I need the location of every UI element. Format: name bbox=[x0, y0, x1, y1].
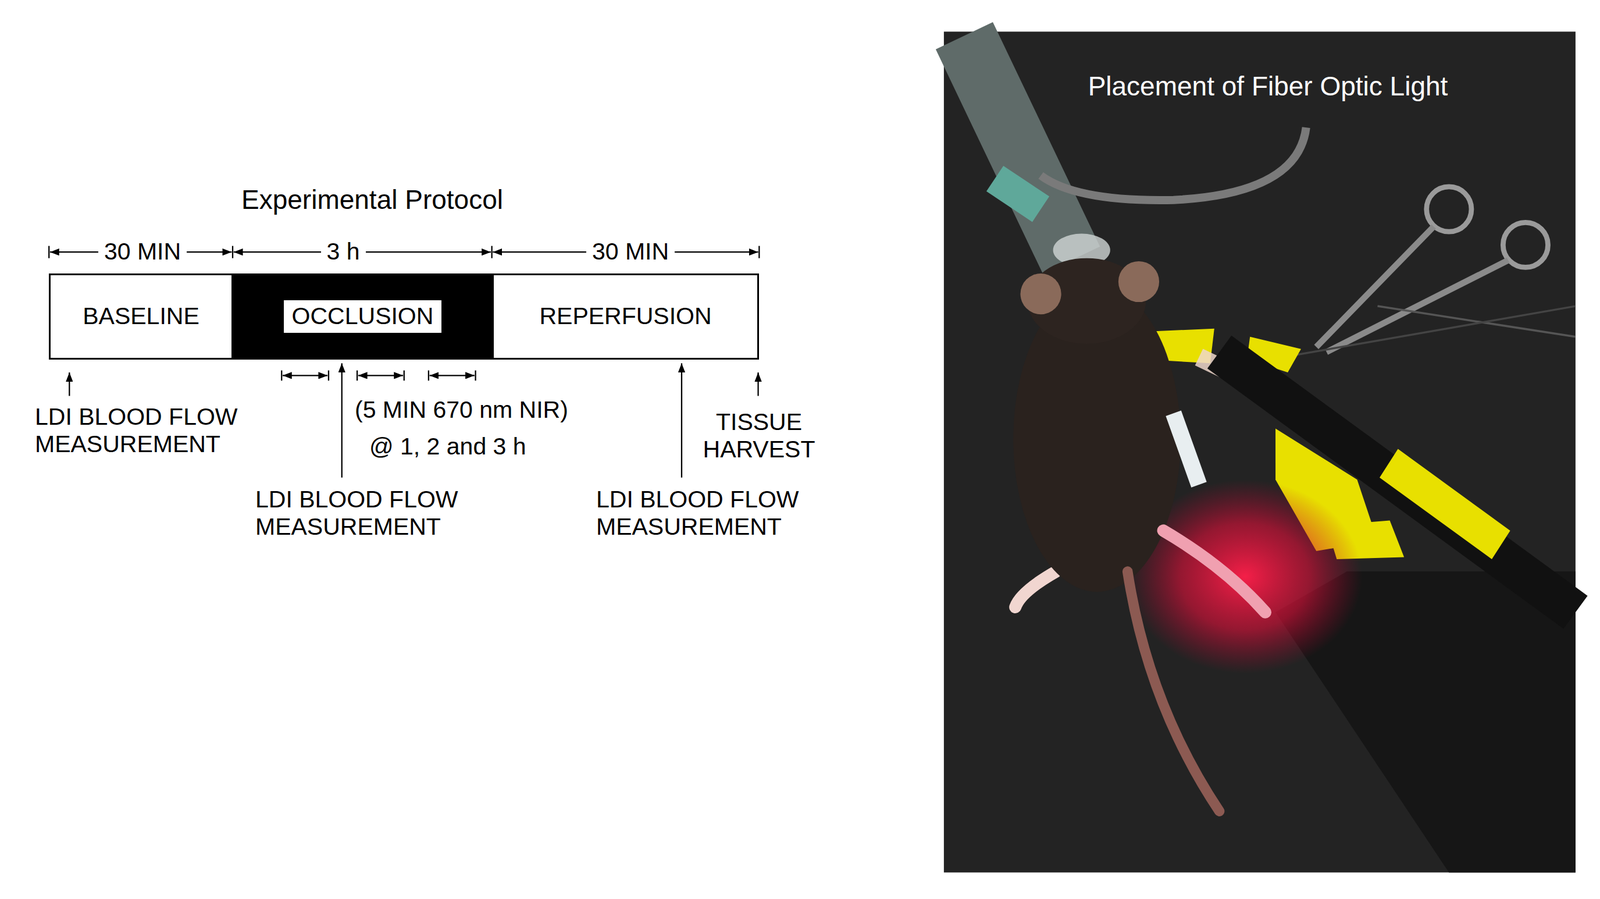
dimension-line-part bbox=[232, 246, 234, 259]
annotation: (5 MIN 670 nm NIR) bbox=[354, 396, 569, 424]
photo-part bbox=[995, 178, 1042, 210]
phase-label: OCCLUSION bbox=[283, 300, 443, 333]
interval-markers-part bbox=[282, 374, 328, 376]
photo-part bbox=[964, 35, 1072, 260]
photo-part bbox=[1173, 412, 1200, 485]
interval-markers-part bbox=[474, 370, 476, 381]
photo-part bbox=[1219, 351, 1576, 612]
photo-caption-box: Placement of Fiber Optic Light bbox=[1088, 70, 1449, 102]
photo-part bbox=[1015, 571, 1057, 607]
pointer-arrows-part bbox=[341, 362, 343, 477]
annotation-box: LDI BLOOD FLOW MEASUREMENT bbox=[255, 485, 488, 541]
interval-markers-part bbox=[428, 370, 430, 381]
annotation-box: TISSUE HARVEST bbox=[689, 408, 829, 463]
interval-markers-part bbox=[429, 374, 475, 376]
annotation: 30 MIN bbox=[98, 237, 187, 266]
photo-part bbox=[943, 31, 1576, 872]
annotation-box: (5 MIN 670 nm NIR) bbox=[354, 396, 569, 424]
annotation: @ 1, 2 and 3 h bbox=[369, 432, 527, 461]
photo-part bbox=[1426, 186, 1472, 232]
interval-markers-part bbox=[403, 370, 405, 381]
photo-caption: Placement of Fiber Optic Light bbox=[1088, 70, 1449, 102]
annotation: 30 MIN bbox=[586, 237, 675, 266]
pointer-arrows-part bbox=[757, 372, 759, 396]
protocol-phase: REPERFUSION bbox=[492, 273, 759, 360]
annotation: 3 h bbox=[321, 237, 366, 266]
interval-markers-part bbox=[358, 374, 404, 376]
protocol-phase: OCCLUSION bbox=[232, 273, 493, 360]
annotation-box: LDI BLOOD FLOW MEASUREMENT bbox=[596, 485, 829, 541]
interval-markers-part bbox=[280, 370, 283, 381]
phase-label: REPERFUSION bbox=[539, 302, 712, 330]
interval-markers-part bbox=[328, 370, 330, 381]
dimension-line-part bbox=[48, 246, 50, 259]
annotation-box: @ 1, 2 and 3 h bbox=[369, 432, 527, 461]
interval-markers bbox=[281, 370, 476, 381]
photo-part bbox=[1502, 222, 1548, 267]
diagram-title: Experimental Protocol bbox=[241, 184, 504, 216]
photo-part bbox=[1118, 261, 1160, 302]
annotation-box: 30 MIN bbox=[98, 237, 187, 266]
photo-part bbox=[1020, 273, 1061, 315]
photo-part bbox=[1326, 259, 1509, 352]
annotation: TISSUE HARVEST bbox=[689, 408, 829, 463]
photo-part bbox=[1041, 127, 1307, 201]
photo-part bbox=[1163, 530, 1265, 612]
phase-label: BASELINE bbox=[82, 302, 200, 330]
diagram-title-box: Experimental Protocol bbox=[241, 184, 504, 216]
annotation-box: 30 MIN bbox=[586, 237, 675, 266]
interval-markers-part bbox=[356, 370, 358, 381]
pointer-arrows-part bbox=[68, 372, 70, 396]
annotation-box: 3 h bbox=[321, 237, 366, 266]
pointer-arrows-part bbox=[681, 362, 683, 477]
dimension-line-part bbox=[491, 246, 493, 259]
protocol-phase: BASELINE bbox=[48, 273, 234, 360]
dimension-line-part bbox=[758, 246, 760, 259]
annotation-box: LDI BLOOD FLOW MEASUREMENT bbox=[34, 403, 268, 458]
photo-part bbox=[1379, 449, 1511, 559]
annotation: LDI BLOOD FLOW MEASUREMENT bbox=[34, 403, 268, 458]
annotation: LDI BLOOD FLOW MEASUREMENT bbox=[596, 485, 829, 541]
annotation: LDI BLOOD FLOW MEASUREMENT bbox=[255, 485, 488, 541]
photo bbox=[943, 31, 1576, 872]
photo-part bbox=[1127, 571, 1220, 811]
